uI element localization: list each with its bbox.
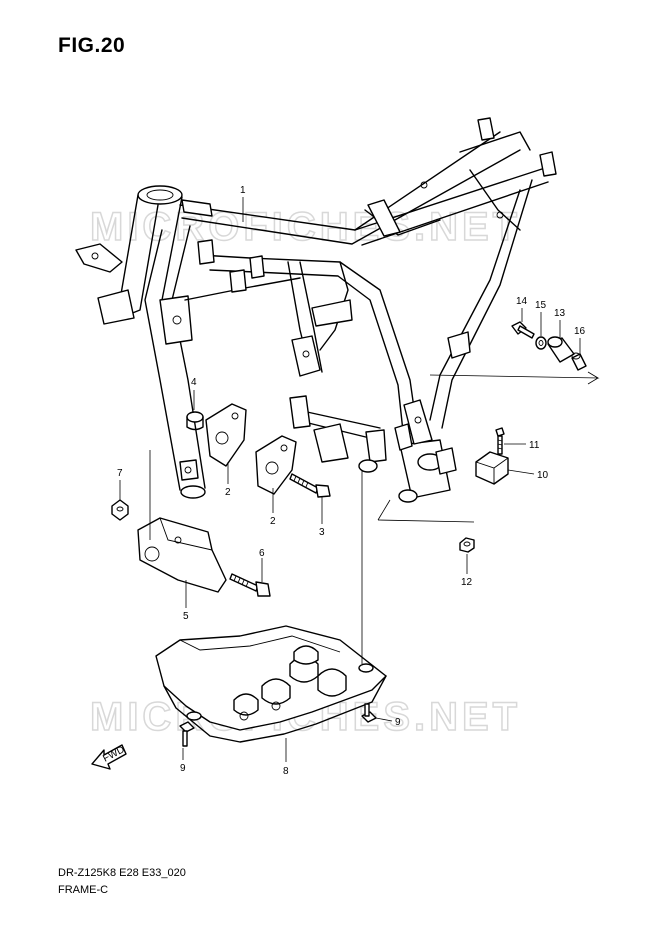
callout-4: 4 [191, 377, 197, 388]
callout-14: 14 [516, 296, 528, 307]
nut-part-7 [111, 499, 129, 521]
washer-part-15 [535, 336, 547, 350]
engine-hanger-left [205, 403, 247, 467]
screw-part-11 [495, 427, 505, 455]
callout-2b: 2 [270, 516, 276, 527]
callout-12: 12 [461, 577, 473, 588]
nut-part-12 [459, 537, 475, 553]
skid-plate-part-8 [155, 625, 387, 743]
callout-labels: 1 2 2 3 4 5 6 7 8 9 9 10 11 12 13 14 15 … [117, 185, 586, 777]
bracket-part-5 [137, 517, 227, 593]
leader-lines [119, 197, 581, 762]
fwd-arrow-icon: FWD [91, 744, 127, 770]
engine-hanger-right [255, 435, 297, 495]
callout-16: 16 [574, 326, 586, 337]
pin-part-16 [571, 352, 587, 371]
callout-15: 15 [535, 300, 547, 311]
callout-7: 7 [117, 468, 123, 479]
frame-main [75, 117, 557, 503]
callout-13: 13 [554, 308, 566, 319]
watermark-top: MICROFICHES.NET [90, 205, 521, 249]
collar-part-13 [547, 336, 575, 363]
bolt-part-14 [511, 321, 535, 339]
callout-6: 6 [259, 548, 265, 559]
bolt-part-3 [289, 473, 331, 498]
bolt-part-6 [229, 573, 271, 597]
fwd-text: FWD [101, 744, 126, 764]
bolt-part-9-left [179, 721, 195, 747]
diagram-caption: DR-Z125K8 E28 E33_020 FRAME-C [58, 865, 186, 899]
callout-9a: 9 [180, 763, 186, 774]
callout-1: 1 [240, 185, 246, 196]
figure-title: FIG.20 [58, 34, 126, 57]
callout-9b: 9 [395, 717, 401, 728]
callout-10: 10 [537, 470, 549, 481]
callout-3: 3 [319, 527, 325, 538]
callout-11: 11 [529, 440, 540, 451]
caption-model: DR-Z125K8 E28 E33_020 [58, 867, 186, 879]
callout-2a: 2 [225, 487, 231, 498]
damper-part-10 [475, 451, 509, 485]
cushion-part-4 [186, 411, 204, 431]
callout-8: 8 [283, 766, 289, 777]
caption-group: FRAME-C [58, 884, 109, 896]
callout-5: 5 [183, 611, 189, 622]
bolt-part-9-right [361, 703, 377, 723]
